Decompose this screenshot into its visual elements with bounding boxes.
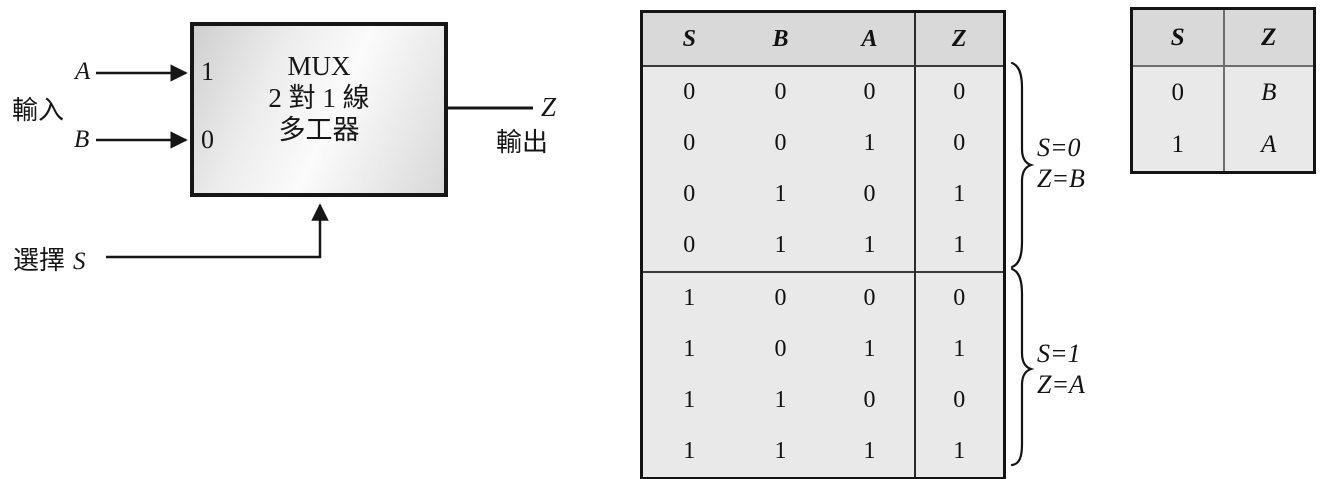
output-signal-label: Z	[541, 92, 557, 122]
table-cell: 0	[1171, 79, 1185, 106]
annotation-s0: S=0 Z=B	[1037, 132, 1085, 194]
table-cell: 0	[683, 79, 696, 105]
table-cell: 0	[683, 232, 696, 258]
summary-table: S Z 0 B 1 A	[1130, 7, 1316, 174]
table-cell: 1	[774, 387, 787, 413]
table-cell: 0	[735, 271, 826, 324]
select-label: 選擇	[13, 246, 66, 275]
truth-table-header-row: S B A Z	[641, 11, 1005, 67]
table-row: 1 1 0 0	[642, 375, 1005, 426]
table-row: 0 0 0 0	[642, 66, 1005, 118]
truth-table-header-b: B	[735, 11, 826, 67]
summary-table-header-z: Z	[1222, 8, 1315, 67]
table-cell: 1	[863, 130, 876, 156]
table-cell: 0	[825, 271, 915, 324]
table-row: 0 0 1 0	[642, 118, 1005, 169]
table-cell: 0	[913, 66, 1005, 118]
brace-s1	[1010, 267, 1035, 467]
input-b-label: B	[74, 126, 90, 153]
pin-1-label: 1	[201, 57, 214, 86]
table-cell: 1	[683, 387, 696, 413]
table-cell: 1	[683, 438, 696, 464]
output-label: 輸出	[496, 128, 549, 157]
table-cell: 0	[774, 336, 787, 362]
pin-0-label: 0	[201, 125, 214, 154]
select-signal-label: S	[73, 248, 86, 275]
mux-title-line-1: MUX	[287, 51, 351, 81]
mux-title-line-3: 多工器	[278, 115, 360, 145]
table-cell: 0	[774, 130, 787, 156]
select-label-group: 選擇 S	[13, 240, 86, 277]
table-cell: 0	[683, 130, 696, 156]
annotation-s1-line2: Z=A	[1037, 370, 1085, 399]
summary-table-header-row: S Z	[1131, 8, 1315, 67]
table-row: 0 1 1 1	[642, 220, 1005, 272]
table-cell: 0	[863, 181, 876, 207]
table-cell: 1	[863, 336, 876, 362]
input-a-label: A	[75, 58, 91, 85]
summary-table-header-s: S	[1131, 8, 1224, 67]
table-cell: 1	[913, 169, 1005, 220]
table-cell: B	[1222, 66, 1315, 119]
annotation-s1: S=1 Z=A	[1037, 338, 1085, 400]
table-cell: 1	[774, 438, 787, 464]
table-cell: 1	[913, 220, 1005, 272]
table-cell: 1	[774, 232, 787, 258]
table-cell: 1	[863, 232, 876, 258]
table-cell: 1	[913, 324, 1005, 375]
table-row: 0 B	[1132, 66, 1315, 119]
table-cell: 0	[913, 375, 1005, 426]
truth-table-header-s: S	[641, 11, 736, 67]
inputs-group-label: 輸入	[12, 96, 65, 125]
table-cell: 0	[863, 79, 876, 105]
table-cell: 1	[683, 336, 696, 362]
table-row: 1 1 1 1	[642, 426, 1005, 479]
table-cell: A	[1222, 119, 1315, 173]
truth-table: S B A Z 0 0 0 0 0 0 1 0 0 1 0	[640, 10, 1006, 479]
mux-title: MUX 2 對 1 線 多工器	[190, 50, 448, 146]
truth-table-header-z: Z	[913, 11, 1005, 67]
table-cell: 1	[913, 426, 1005, 479]
annotation-s0-line1: S=0	[1037, 133, 1081, 162]
truth-table-header-a: A	[825, 11, 915, 67]
table-cell: 0	[774, 79, 787, 105]
table-cell: 0	[683, 181, 696, 207]
table-row: 1 A	[1132, 119, 1315, 173]
table-cell: 1	[863, 438, 876, 464]
table-cell: 0	[913, 118, 1005, 169]
table-cell: 0	[863, 387, 876, 413]
table-cell: 1	[641, 271, 736, 324]
annotation-s1-line1: S=1	[1037, 339, 1081, 368]
mux-box	[190, 22, 448, 197]
brace-s0	[1010, 61, 1035, 269]
select-arrow	[106, 203, 329, 259]
annotation-s0-line2: Z=B	[1037, 164, 1085, 193]
mux-title-line-2: 2 對 1 線	[268, 83, 370, 113]
table-row: 1 0 1 1	[642, 324, 1005, 375]
table-cell: 0	[913, 271, 1005, 324]
table-cell: 1	[774, 181, 787, 207]
table-row: 0 1 0 1	[642, 169, 1005, 220]
table-cell: 1	[1171, 131, 1185, 158]
table-row: 1 0 0 0	[641, 271, 1005, 324]
